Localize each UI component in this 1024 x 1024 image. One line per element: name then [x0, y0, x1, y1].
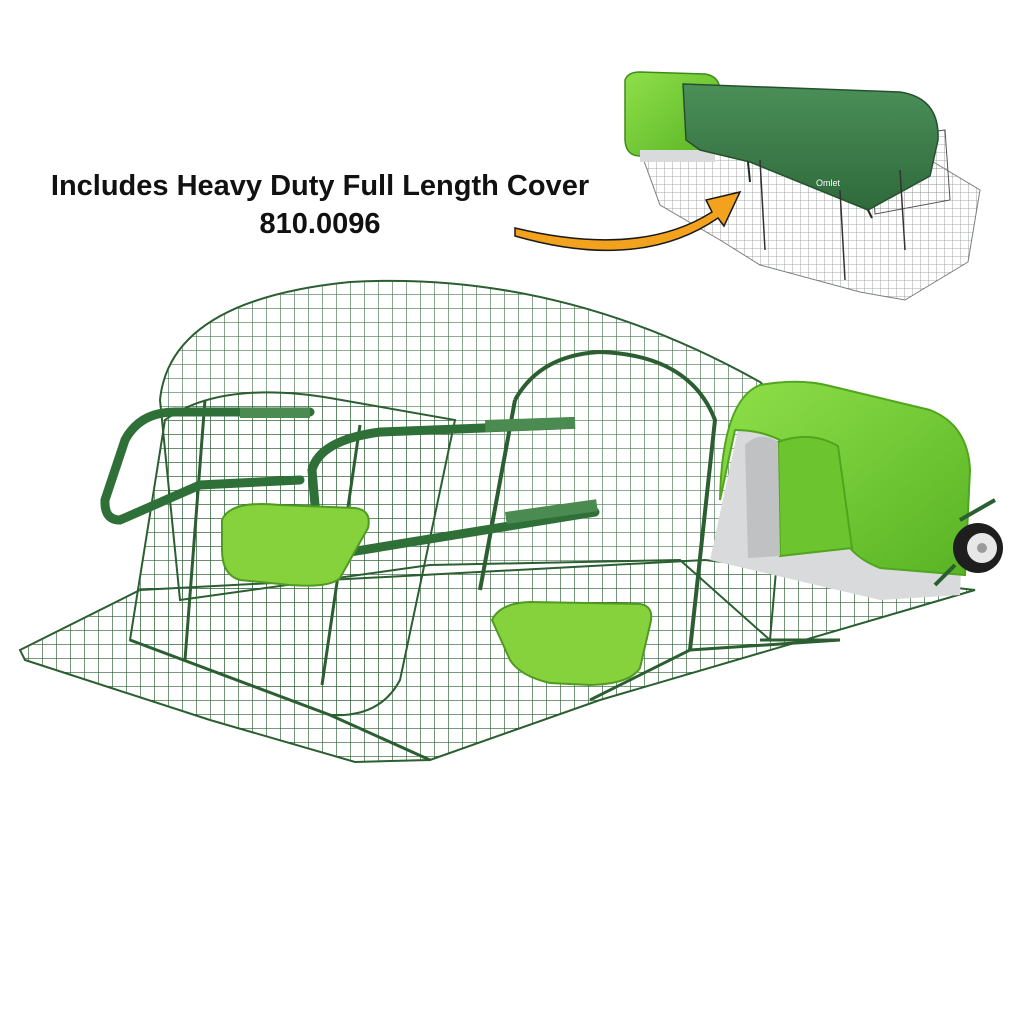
- inner-arch: [513, 349, 718, 651]
- cover-caption: Includes Heavy Duty Full Length Cover: [50, 170, 590, 202]
- door-handle-left: [100, 407, 315, 525]
- inset-cover: [682, 83, 939, 211]
- inset-covered-run: Omlet: [624, 71, 981, 301]
- drinker-tray: [490, 600, 653, 687]
- inset-logo: Omlet: [816, 178, 841, 188]
- part-number: 810.0096: [259, 208, 381, 240]
- coop-door: [776, 435, 854, 558]
- inset-coop-base: [640, 150, 715, 162]
- eglu-coop: [710, 380, 1003, 600]
- wheel-icon: [953, 523, 1003, 573]
- coop-opening: [745, 436, 780, 558]
- feeder: [221, 503, 370, 587]
- curved-arrow-icon: [514, 190, 742, 252]
- main-run: [18, 279, 1003, 764]
